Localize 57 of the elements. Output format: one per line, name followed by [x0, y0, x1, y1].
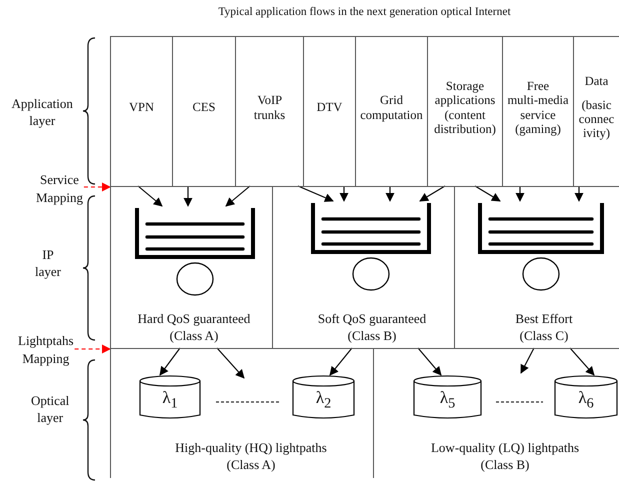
- application-column: [110, 36, 172, 186]
- application-column: [172, 36, 235, 186]
- arrow: [298, 186, 334, 202]
- arrow: [340, 186, 348, 202]
- column-text: DTV: [316, 100, 342, 115]
- application-column: [303, 36, 355, 186]
- layer-label: Application layer: [12, 96, 73, 130]
- application-column: [502, 36, 573, 186]
- class-caption: Soft QoS guaranteed (Class B): [316, 311, 428, 345]
- arrow: [184, 186, 192, 207]
- column-text: Grid computation: [360, 93, 423, 122]
- box-shape: [310, 201, 432, 293]
- application-column: [427, 36, 502, 186]
- box-shape: [477, 201, 605, 293]
- dashed-arrow: [74, 344, 111, 354]
- arrow: [570, 348, 595, 376]
- mapping-label: Lightptahs Mapping: [18, 332, 74, 368]
- wavelength-cylinder: λ$_{1}$: [139, 375, 201, 420]
- application-column: [355, 36, 427, 186]
- column-text: CES: [192, 100, 216, 115]
- class-caption: High-quality (HQ) lightpaths (Class A): [174, 440, 328, 474]
- application-column: [235, 36, 303, 186]
- column-text: (basic connec ivity): [578, 98, 614, 141]
- arrow: [419, 186, 446, 202]
- lightpath-class-cell: [373, 348, 619, 478]
- layer-label: Optical layer: [31, 393, 70, 427]
- dashed-arrow: [84, 182, 111, 192]
- wavelength-cylinder: λ$_{6}$: [554, 375, 618, 420]
- arrow: [225, 186, 250, 207]
- ip-class-cell: [454, 186, 619, 348]
- ip-class-cell: [272, 186, 454, 348]
- arrow: [418, 348, 442, 376]
- class-caption: Hard QoS guaranteed (Class A): [136, 311, 252, 345]
- arrow: [159, 348, 180, 376]
- wavelength-cylinder: λ$_{5}$: [413, 375, 482, 420]
- application-column: [573, 36, 619, 186]
- class-caption: Low-quality (LQ) lightpaths (Class B): [430, 440, 580, 474]
- arrow: [516, 186, 524, 202]
- class-caption: Best Effort (Class C): [514, 311, 574, 345]
- arrow: [574, 186, 584, 202]
- column-text: VPN: [128, 100, 154, 115]
- layer-label: IP layer: [35, 247, 61, 281]
- arrow: [329, 348, 352, 376]
- column-text: Free multi-media service (gaming): [507, 78, 569, 136]
- ip-class-cell: [110, 186, 272, 348]
- mapping-label: Service Mapping: [36, 171, 83, 206]
- box-shape: [134, 206, 256, 298]
- arrow: [216, 348, 245, 379]
- arrow: [386, 186, 394, 202]
- diagram-title: Typical application flows in the next generation optical Internet: [217, 6, 512, 18]
- column-text: VoIP trunks: [254, 93, 286, 122]
- arrow: [520, 348, 534, 374]
- column-text: Storage applications (content distribution): [434, 78, 496, 136]
- column-text: Data: [584, 74, 608, 89]
- wavelength-cylinder: λ$_{2}$: [292, 375, 355, 420]
- arrow: [138, 186, 163, 207]
- lightpath-class-cell: [110, 348, 373, 478]
